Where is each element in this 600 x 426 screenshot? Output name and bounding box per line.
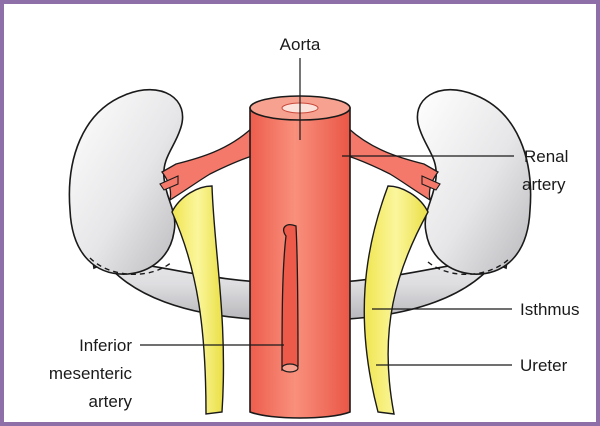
label-ima-line2: mesenteric (49, 364, 133, 383)
label-renal-line1: Renal (524, 147, 568, 166)
aorta (250, 108, 350, 418)
label-ima-line3: artery (89, 392, 133, 411)
label-ima-line1: Inferior (79, 336, 132, 355)
label-aorta: Aorta (280, 35, 321, 54)
label-ureter: Ureter (520, 356, 568, 375)
ima-end (282, 364, 298, 372)
label-isthmus: Isthmus (520, 300, 580, 319)
label-renal-line2: artery (522, 175, 566, 194)
inferior-mesenteric-artery (282, 225, 298, 370)
